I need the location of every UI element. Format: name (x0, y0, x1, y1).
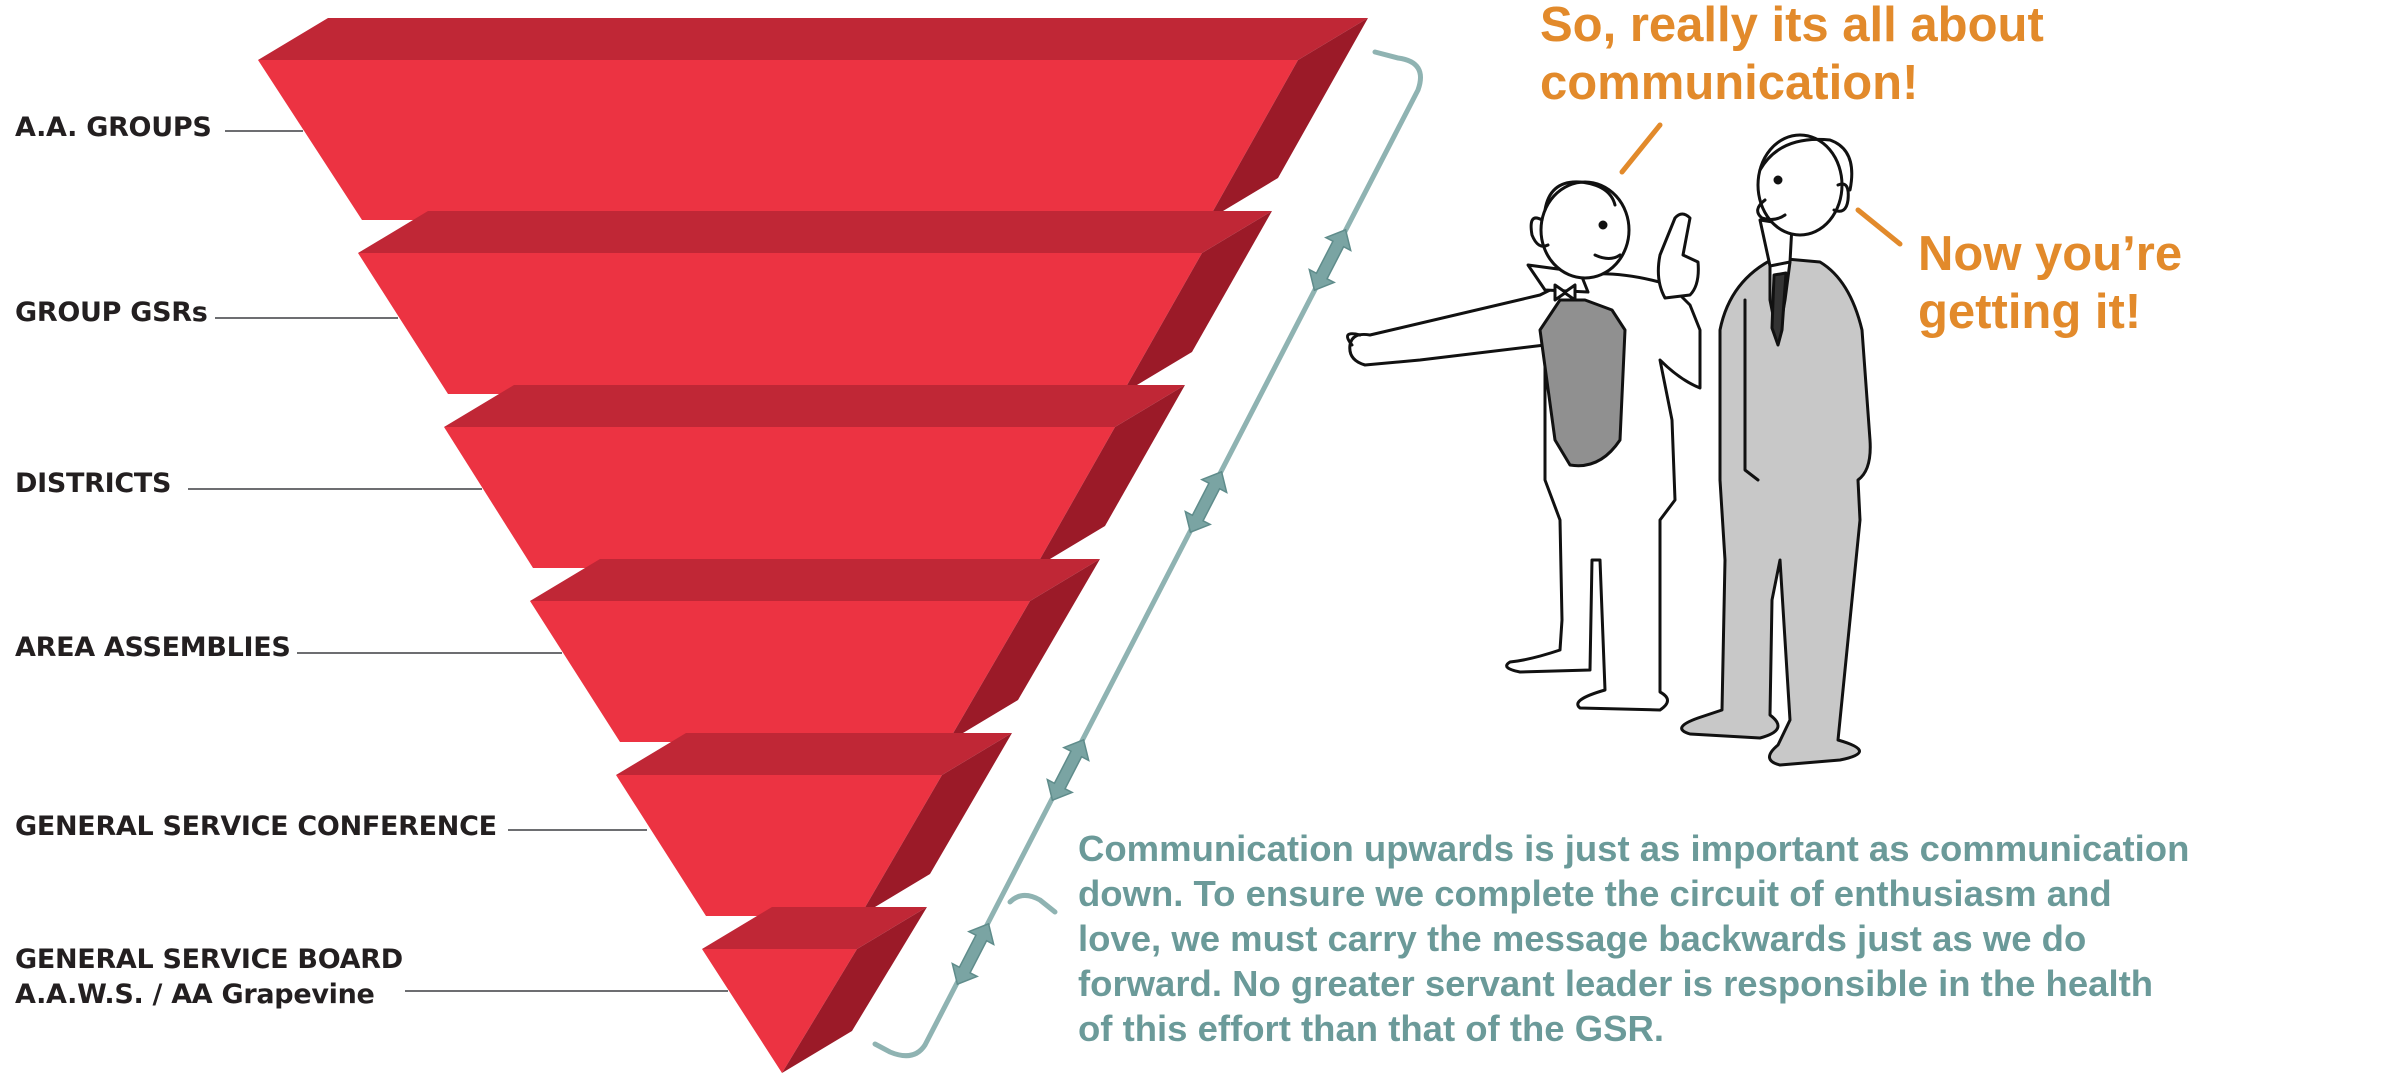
speech-bubble-right: Now you’re getting it! (1918, 225, 2182, 341)
message-line-4: forward. No greater servant leader is re… (1078, 963, 2154, 1004)
level-label-text: GENERAL SERVICE BOARD (15, 944, 403, 975)
pyramid-tier-1 (258, 18, 1368, 220)
pyramid-tier-6 (702, 907, 927, 1073)
tier-top-face (530, 559, 1100, 601)
double-arrow-shape (1308, 228, 1352, 292)
tier-top-face (258, 18, 1368, 60)
tier-side-face (1035, 385, 1185, 568)
level-label-text: GROUP GSRs (15, 297, 208, 328)
pyramid-tier-3 (444, 385, 1185, 568)
speech-tick-left (1619, 122, 1663, 175)
double-arrow-shape (951, 922, 995, 986)
tier-side-face (948, 559, 1100, 742)
message-line-5: of this effort than that of the GSR. (1078, 1008, 1664, 1049)
level-label-4: AREA ASSEMBLIES (15, 632, 291, 663)
communication-bracket (872, 49, 1423, 1059)
man-bowtie (1346, 180, 1702, 712)
tier-front-face (258, 60, 1298, 220)
level-label-text: AREA ASSEMBLIES (15, 632, 291, 663)
tier-side-face (1208, 18, 1368, 220)
speech-left-line2: communication! (1540, 56, 1919, 110)
message-line-1: Communication upwards is just as importa… (1078, 828, 2190, 869)
level-label-5: GENERAL SERVICE CONFERENCE (15, 811, 497, 842)
two-men-illustration (1346, 122, 1903, 767)
double-arrow-shape (1046, 738, 1090, 802)
message-line-3: love, we must carry the message backward… (1078, 918, 2087, 959)
double-arrow-icon (951, 922, 995, 986)
level-sublabel-text: A.A.W.S. / AA Grapevine (15, 979, 375, 1010)
speech-bubble-left: So, really its all about communication! (1540, 0, 2044, 112)
pyramid-tier-2 (358, 211, 1272, 394)
speech-right-line1: Now you’re (1918, 227, 2183, 281)
speech-tick-right (1855, 207, 1903, 247)
tier-top-face (702, 907, 927, 949)
tier-front-face (444, 427, 1115, 568)
tier-front-face (616, 775, 942, 916)
double-arrow-icon (1046, 738, 1090, 802)
tier-front-face (702, 949, 857, 1073)
pyramid-tier-5 (616, 733, 1012, 916)
tier-side-face (782, 907, 927, 1073)
message-line-2: down. To ensure we complete the circuit … (1078, 873, 2112, 914)
double-arrow-icon (1308, 228, 1352, 292)
tier-top-face (444, 385, 1185, 427)
double-arrow-icon (1184, 470, 1228, 534)
speech-left-line1: So, really its all about (1540, 0, 2044, 52)
message-paragraph: Communication upwards is just as importa… (1078, 826, 2398, 1051)
bracket-line (872, 49, 1423, 1059)
level-label-text: A.A. GROUPS (15, 112, 212, 143)
level-label-1: A.A. GROUPS (15, 112, 212, 143)
level-label-3: DISTRICTS (15, 468, 171, 499)
double-arrow-shape (1184, 470, 1228, 534)
tier-top-face (358, 211, 1272, 253)
tier-front-face (530, 601, 1030, 742)
man-gray-suit (1680, 133, 1872, 767)
tier-front-face (358, 253, 1202, 394)
level-label-6: GENERAL SERVICE BOARD A.A.W.S. / AA Grape… (15, 944, 403, 1010)
level-label-text: DISTRICTS (15, 468, 172, 499)
tier-side-face (860, 733, 1012, 916)
level-label-text: GENERAL SERVICE CONFERENCE (15, 811, 497, 842)
bracket-tip (1007, 893, 1058, 915)
tier-side-face (1122, 211, 1272, 394)
pyramid-tier-4 (530, 559, 1100, 742)
tier-top-face (616, 733, 1012, 775)
speech-right-line2: getting it! (1918, 285, 2142, 339)
level-label-2: GROUP GSRs (15, 297, 208, 328)
